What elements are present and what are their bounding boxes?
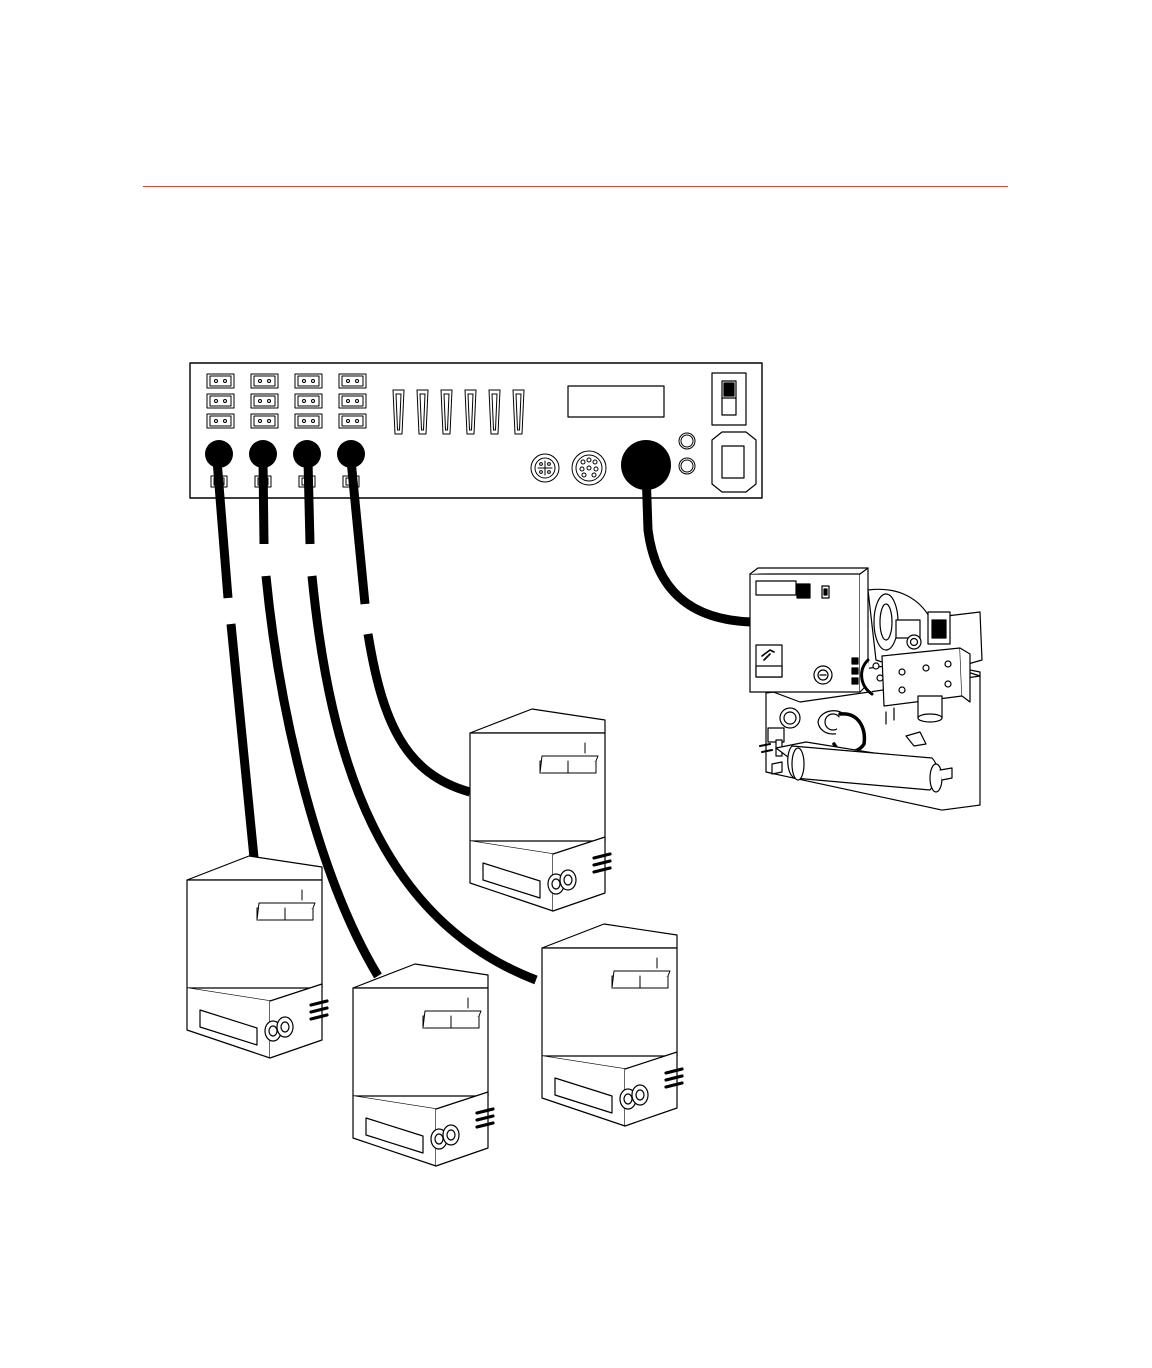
channel-tabs xyxy=(211,476,359,487)
heater-unit-right xyxy=(542,924,682,1126)
cable-channel-1-upper xyxy=(217,460,228,598)
heater-unit-middle xyxy=(353,964,493,1166)
power-switch xyxy=(712,373,746,425)
cable-channel-3-upper xyxy=(308,460,310,544)
socket-grid xyxy=(207,374,366,428)
socket-column-2 xyxy=(251,374,278,428)
display-window xyxy=(568,386,664,417)
heater-unit-upper xyxy=(470,709,610,911)
socket-column-3 xyxy=(295,374,322,428)
cable-channel-2-upper xyxy=(263,460,264,544)
socket-column-1 xyxy=(207,374,234,428)
power-inlet xyxy=(712,432,756,492)
heater-unit-left xyxy=(187,856,327,1058)
slot-connectors xyxy=(393,390,524,434)
cable-channel-4-upper xyxy=(351,460,365,604)
cable-channel-4-lower xyxy=(368,634,470,792)
circular-connector-small xyxy=(531,454,559,482)
controller-front-panel xyxy=(190,363,762,498)
circular-connector-large xyxy=(572,451,606,485)
cable-sockets xyxy=(205,440,671,490)
socket-column-4 xyxy=(339,374,366,428)
cable-channel-1-lower xyxy=(231,624,255,868)
hydraulic-pump-unit xyxy=(750,568,982,810)
cable-pump xyxy=(646,470,752,622)
indicator-lamps xyxy=(679,433,695,474)
